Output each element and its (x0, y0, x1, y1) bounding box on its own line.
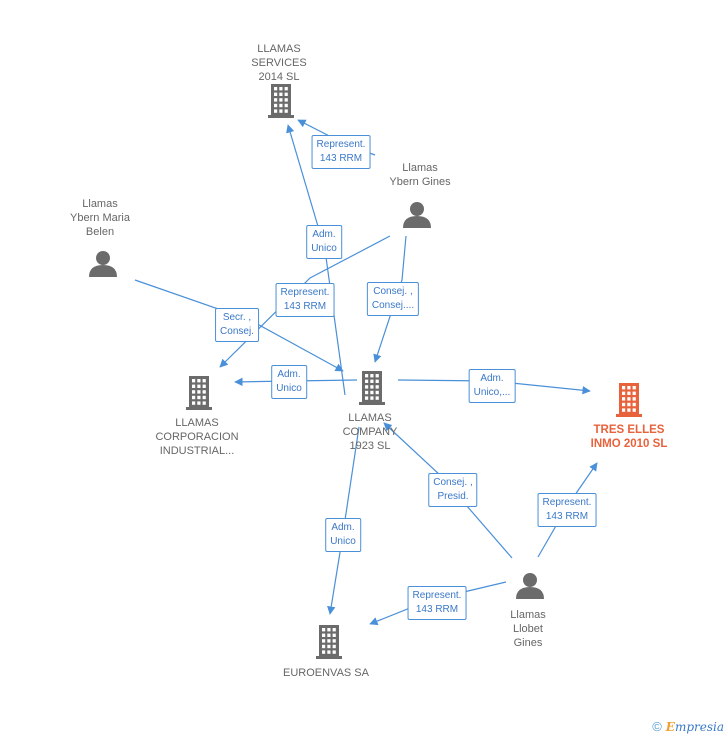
node-label-tres-elles[interactable]: TRES ELLES INMO 2010 SL (590, 424, 668, 450)
node-label-euroenvas[interactable]: EUROENVAS SA (283, 667, 369, 679)
brand-logo[interactable]: © Empresia (652, 719, 724, 734)
edge-label[interactable]: Consej. , Consej.... (366, 282, 420, 316)
edge-label[interactable]: Represent. 143 RRM (311, 135, 371, 169)
node-label-llamas-llobet[interactable]: Llamas Llobet Gines (510, 609, 546, 649)
building-icon[interactable] (268, 84, 294, 118)
edge-label[interactable]: Adm. Unico (325, 518, 361, 552)
node-label-llamas-corporacion[interactable]: LLAMAS CORPORACION INDUSTRIAL... (155, 417, 239, 457)
edge-label[interactable]: Consej. , Presid. (428, 473, 478, 507)
edge-label[interactable]: Represent. 143 RRM (537, 493, 597, 527)
building-icon[interactable] (186, 376, 212, 410)
node-label-llamas-company[interactable]: LLAMAS COMPANY 1923 SL (342, 412, 398, 452)
person-icon[interactable] (403, 202, 431, 228)
edge-line (373, 235, 407, 363)
brand-wordmark: Empresia (665, 719, 724, 734)
edge-label[interactable]: Secr. , Consej. (215, 308, 259, 342)
edge-label[interactable]: Adm. Unico,... (468, 369, 516, 403)
building-icon[interactable] (316, 625, 342, 659)
edge-label[interactable]: Adm. Unico (306, 225, 342, 259)
edge-label[interactable]: Represent. 143 RRM (407, 586, 467, 620)
building-icon[interactable] (616, 383, 642, 417)
node-icons (89, 84, 642, 659)
edge-label[interactable]: Represent. 143 RRM (275, 283, 335, 317)
node-label-llamas-ybern-gines[interactable]: Llamas Ybern Gines (389, 162, 451, 188)
building-icon[interactable] (359, 371, 385, 405)
edge-label[interactable]: Adm. Unico (271, 365, 307, 399)
node-label-llamas-services[interactable]: LLAMAS SERVICES 2014 SL (251, 43, 307, 83)
node-label-llamas-ybern-maria[interactable]: Llamas Ybern Maria Belen (70, 198, 130, 238)
copyright-symbol: © (652, 719, 662, 734)
person-icon[interactable] (516, 573, 544, 599)
person-icon[interactable] (89, 251, 117, 277)
